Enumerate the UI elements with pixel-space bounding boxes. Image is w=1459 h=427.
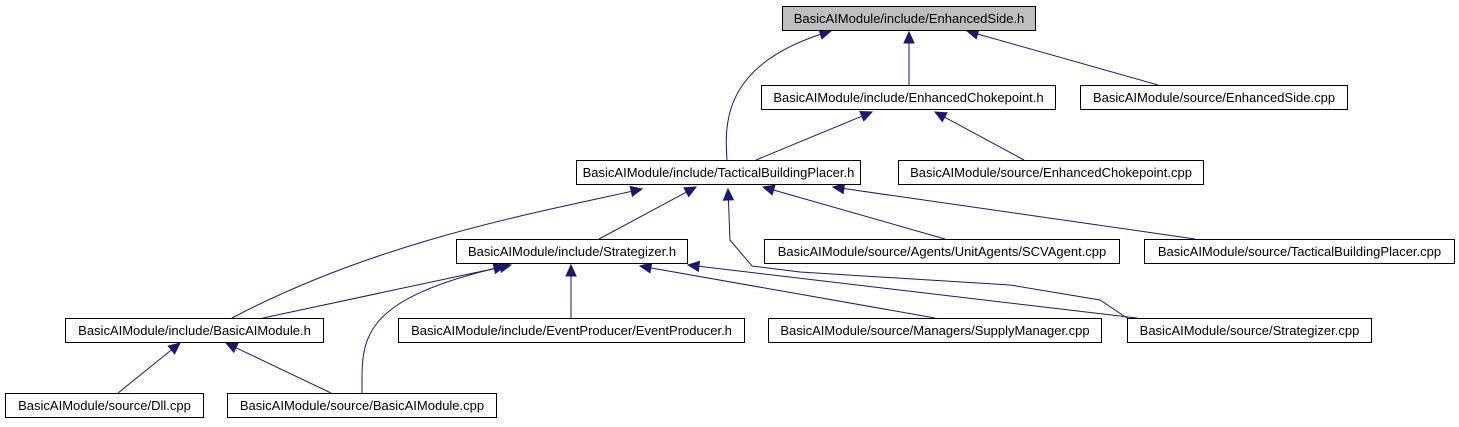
edge-enhancedchokepoint_cpp-to-enhancedchokepoint_h	[933, 111, 1025, 161]
edge-eventproducer_h-to-strategizer_h	[565, 263, 577, 318]
node-enhancedchokepoint-cpp[interactable]: BasicAIModule/source/EnhancedChokepoint.…	[898, 160, 1204, 185]
edge-scvagent_cpp-to-tacticalbuildingplacer_h	[761, 184, 946, 240]
node-label: BasicAIModule/include/EnhancedSide.h	[793, 11, 1025, 26]
graph-edges	[117, 28, 1196, 394]
edge-basicaimodule_cpp-to-basicaimodule_h	[224, 342, 332, 394]
node-eventproducer-h[interactable]: BasicAIModule/include/EventProducer/Even…	[398, 318, 745, 343]
node-label: BasicAIModule/source/Dll.cpp	[18, 398, 191, 413]
node-label: BasicAIModule/include/EnhancedChokepoint…	[773, 90, 1044, 105]
node-tacticalbuildingplacer-h[interactable]: BasicAIModule/include/TacticalBuildingPl…	[576, 160, 861, 185]
node-tacticalbuildingplacer-cpp[interactable]: BasicAIModule/source/TacticalBuildingPla…	[1144, 239, 1455, 264]
node-label: BasicAIModule/source/BasicAIModule.cpp	[239, 398, 485, 413]
node-basicaimodule-cpp[interactable]: BasicAIModule/source/BasicAIModule.cpp	[227, 393, 497, 418]
node-label: BasicAIModule/source/Strategizer.cpp	[1139, 323, 1360, 338]
edge-strategizer_cpp-to-strategizer_h	[686, 260, 1138, 319]
node-label: BasicAIModule/source/EnhancedChokepoint.…	[910, 165, 1192, 180]
edge-tacticalbuildingplacer_h-to-enhancedchokepoint_h	[755, 111, 874, 161]
node-basicaimodule-h[interactable]: BasicAIModule/include/BasicAIModule.h	[65, 318, 324, 343]
node-label: BasicAIModule/source/TacticalBuildingPla…	[1157, 244, 1442, 259]
node-enhancedside-cpp[interactable]: BasicAIModule/source/EnhancedSide.cpp	[1080, 85, 1348, 110]
node-label: BasicAIModule/include/Strategizer.h	[467, 244, 677, 259]
node-enhancedside-h: BasicAIModule/include/EnhancedSide.h	[782, 6, 1036, 31]
node-label: BasicAIModule/source/Managers/SupplyMana…	[780, 323, 1090, 338]
node-label: BasicAIModule/include/EventProducer/Even…	[411, 323, 732, 338]
node-label: BasicAIModule/source/EnhancedSide.cpp	[1092, 90, 1336, 105]
node-strategizer-h[interactable]: BasicAIModule/include/Strategizer.h	[456, 239, 688, 264]
edge-dll_cpp-to-basicaimodule_h	[117, 342, 181, 394]
edge-basicaimodule_cpp-to-strategizer_h	[361, 262, 507, 394]
edge-strategizer_cpp-to-tacticalbuildingplacer_h	[722, 187, 1131, 321]
node-strategizer-cpp[interactable]: BasicAIModule/source/Strategizer.cpp	[1127, 318, 1372, 343]
edge-strategizer_h-to-tacticalbuildingplacer_h	[598, 186, 698, 240]
node-label: BasicAIModule/include/BasicAIModule.h	[78, 323, 311, 338]
node-label: BasicAIModule/include/TacticalBuildingPl…	[582, 165, 855, 180]
edge-tacticalbuildingplacer_cpp-to-tacticalbuildingplacer_h	[831, 182, 1196, 240]
node-supplymanager-cpp[interactable]: BasicAIModule/source/Managers/SupplyMana…	[768, 318, 1102, 343]
edge-supplymanager_cpp-to-strategizer_h	[638, 262, 936, 319]
node-label: BasicAIModule/source/Agents/UnitAgents/S…	[777, 244, 1107, 259]
edge-basicaimodule_h-to-strategizer_h	[262, 261, 513, 319]
edge-enhancedside_cpp-to-enhancedside_h	[965, 28, 1159, 86]
edge-basicaimodule_h-to-tacticalbuildingplacer_h	[231, 185, 644, 319]
node-scvagent-cpp[interactable]: BasicAIModule/source/Agents/UnitAgents/S…	[764, 239, 1120, 264]
node-enhancedchokepoint-h[interactable]: BasicAIModule/include/EnhancedChokepoint…	[761, 85, 1056, 110]
edge-enhancedchokepoint_h-to-enhancedside_h	[903, 30, 915, 85]
node-dll-cpp[interactable]: BasicAIModule/source/Dll.cpp	[5, 393, 204, 418]
